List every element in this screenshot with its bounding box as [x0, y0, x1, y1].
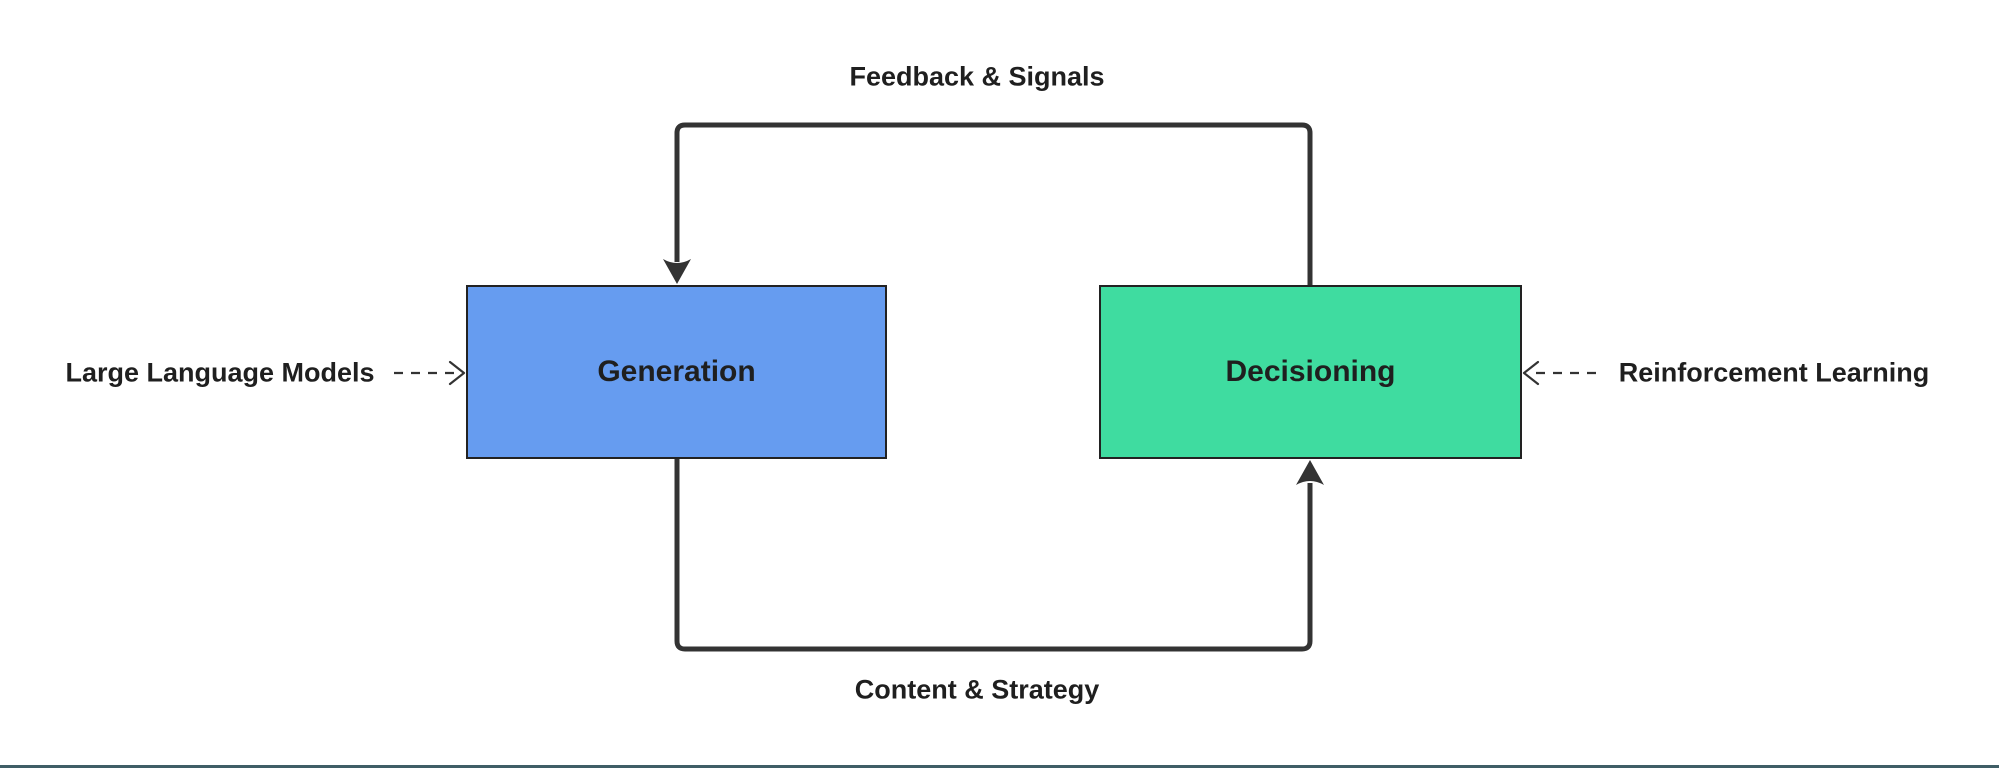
node-generation-label: Generation: [597, 355, 756, 388]
rl-input-label: Reinforcement Learning: [1618, 357, 1930, 388]
node-decisioning: Decisioning: [1099, 285, 1522, 459]
llm-input-label: Large Language Models: [65, 357, 375, 388]
rl-arrowhead-icon: [1522, 360, 1540, 386]
bottom-loop-connector: [674, 459, 1313, 652]
top-loop-arrowhead-icon: [663, 259, 691, 284]
bottom-loop-arrowhead-icon: [1296, 460, 1324, 485]
node-generation: Generation: [466, 285, 887, 459]
node-decisioning-label: Decisioning: [1225, 355, 1396, 388]
top-loop-label: Feedback & Signals: [849, 61, 1105, 92]
page-bottom-rule: [0, 765, 1999, 768]
llm-arrowhead-icon: [448, 360, 466, 386]
top-loop-connector: [674, 122, 1313, 285]
bottom-loop-label: Content & Strategy: [854, 674, 1100, 705]
